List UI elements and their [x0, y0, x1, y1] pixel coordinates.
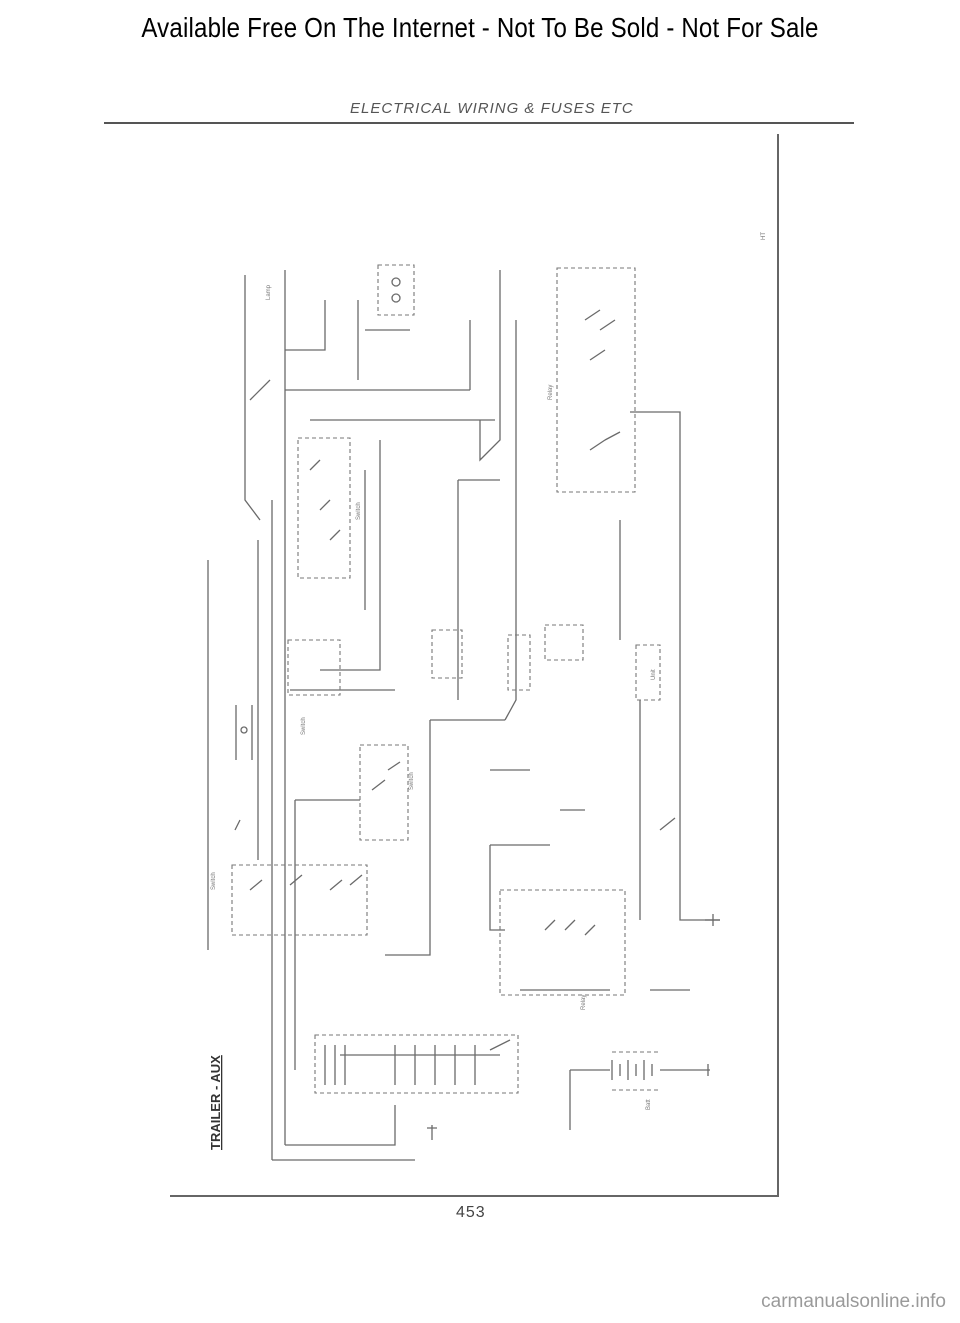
relay-box: [556, 267, 636, 493]
diagram-title: TRAILER - AUX: [208, 1055, 223, 1150]
wire: [504, 320, 517, 721]
switch-box: [359, 744, 409, 841]
switch-box: [544, 624, 584, 661]
component-label: Unit: [651, 669, 657, 680]
wire: [479, 270, 501, 462]
switch-box: [297, 437, 351, 579]
page-number: 453: [456, 1204, 486, 1221]
battery-symbol: [611, 1051, 660, 1091]
section-title: ELECTRICAL WIRING & FUSES ETC: [350, 100, 634, 117]
lamp-symbol: [391, 277, 401, 287]
wire: [385, 720, 431, 956]
lamp-symbol: [391, 293, 401, 303]
frame-bottom-border: [170, 1195, 779, 1197]
wire: [489, 845, 505, 931]
frame-right-border: [777, 134, 779, 1196]
switch-box: [231, 864, 368, 936]
switch-box: [431, 629, 463, 679]
component-label: Switch: [409, 772, 415, 790]
switch-contact: [584, 309, 621, 451]
component-label: Relay: [548, 385, 554, 400]
wire: [630, 411, 720, 921]
component-label: Relay: [581, 995, 587, 1010]
switch-contact: [371, 761, 401, 791]
wire: [244, 275, 261, 521]
switch-contact: [544, 919, 596, 936]
switch-contact: [234, 817, 676, 831]
switch-contact: [309, 459, 341, 541]
component-label: Switch: [356, 502, 362, 520]
top-banner: Available Free On The Internet - Not To …: [141, 12, 819, 43]
component-label: Switch: [211, 872, 217, 890]
wire: [320, 440, 381, 671]
wire: [285, 300, 326, 351]
switch-box: [507, 634, 531, 691]
unit-box: [635, 644, 661, 701]
lamp-box: [377, 264, 415, 316]
watermark: carmanualsonline.info: [761, 1291, 946, 1312]
ground-symbol: [427, 1125, 437, 1140]
switch-contact: [249, 874, 363, 891]
switch-box: [287, 639, 341, 696]
connector-box: [314, 1034, 519, 1094]
connector-pins: [324, 1039, 511, 1085]
component-label: Switch: [301, 717, 307, 735]
header-rule: [104, 122, 854, 124]
component-label: Lamp: [266, 284, 272, 300]
fuse-symbol: [235, 705, 253, 760]
component-label: Batt: [646, 1099, 652, 1110]
switch-contact: [249, 379, 271, 401]
fuse-symbol: [240, 726, 248, 734]
relay-box: [499, 889, 626, 996]
wire: [285, 1105, 396, 1146]
component-label: HT: [761, 232, 767, 240]
